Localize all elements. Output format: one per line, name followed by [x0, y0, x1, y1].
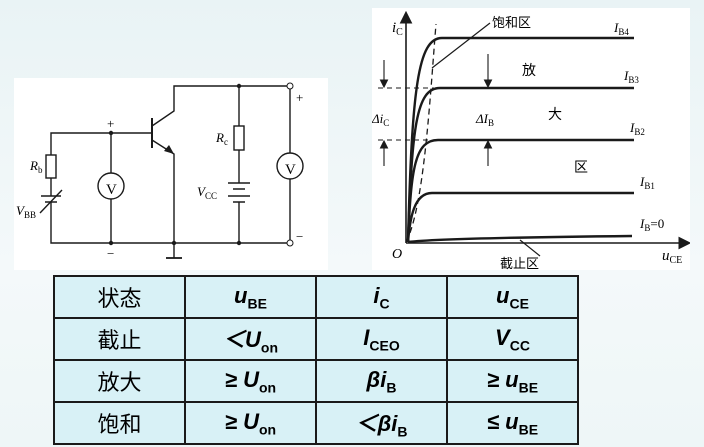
wire-vcc-bottom	[174, 202, 240, 244]
circuit-schematic: V V + − + − Rb VBB Rc VCC	[16, 82, 304, 261]
plus-in-label: +	[107, 116, 114, 131]
header-ube: uBE	[184, 275, 317, 319]
cell-ube: ＜Uon	[184, 317, 317, 361]
curve-label-ib0: IB=0	[639, 216, 664, 233]
header-ic: iC	[315, 275, 448, 319]
junction-dot	[236, 83, 242, 89]
transistor-collector	[151, 85, 239, 127]
cutoff-pointer	[519, 239, 541, 257]
transistor-state-table: 状态 uBE iC uCE 截止 ＜Uon ICEO VCC 放大 ≥ Uon …	[53, 275, 579, 445]
cell-ube: ≥ Uon	[184, 359, 317, 403]
curve-label-ib3: IB3	[623, 68, 639, 85]
junction-dot	[108, 130, 114, 136]
cell-ic: ＜βiB	[315, 401, 448, 445]
meter-left-label: V	[106, 182, 117, 198]
vbb-variable-arrow	[39, 189, 63, 214]
terminal-top	[286, 82, 294, 90]
minus-in-label: −	[107, 246, 114, 261]
cell-ube: ≥ Uon	[184, 401, 317, 445]
cutoff-region-label: 截止区	[500, 257, 539, 270]
table-row-amplification: 放大 ≥ Uon βiB ≥ uBE	[53, 359, 579, 403]
vbb-label: VBB	[16, 203, 36, 220]
minus-out-label: −	[296, 229, 303, 244]
output-characteristics-diagram: iC uCE O 饱和区 截止区 放 大 区 ΔiC ΔIB IB4 IB3 I…	[372, 8, 690, 270]
curve-label-ib1: IB1	[639, 174, 655, 191]
y-axis-label: iC	[392, 20, 403, 38]
emitter-arrow	[164, 145, 174, 154]
cell-ic: βiB	[315, 359, 448, 403]
vcc-label: VCC	[197, 184, 217, 201]
header-state: 状态	[53, 275, 186, 319]
rb-resistor	[45, 154, 57, 179]
cell-ic: ICEO	[315, 317, 448, 361]
characteristics-plot: iC uCE O 饱和区 截止区 放 大 区 ΔiC ΔIB IB4 IB3 I…	[372, 10, 690, 270]
curve-label-ib4: IB4	[613, 20, 629, 37]
rc-resistor	[233, 125, 245, 151]
curve-ib2	[406, 138, 634, 243]
delta-ic-label: ΔiC	[372, 111, 389, 128]
vcc-battery	[228, 182, 250, 203]
transistor-emitter	[151, 139, 175, 258]
voltmeter-right	[276, 152, 304, 180]
x-axis-label: uCE	[662, 248, 682, 266]
row-state-label: 饱和	[53, 401, 186, 445]
curve-ib1	[406, 191, 634, 243]
circuit-diagram: V V + − + − Rb VBB Rc VCC	[14, 78, 328, 270]
junction-dot	[171, 240, 177, 246]
curve-label-ib2: IB2	[629, 120, 645, 137]
table-row-saturation: 饱和 ≥ Uon ＜βiB ≤ uBE	[53, 401, 579, 445]
row-state-label: 放大	[53, 359, 186, 403]
voltmeter-left	[97, 172, 125, 200]
table-row-cutoff: 截止 ＜Uon ICEO VCC	[53, 317, 579, 361]
cell-uce: ≥ uBE	[446, 359, 579, 403]
plus-out-label: +	[296, 90, 303, 105]
rc-label: Rc	[215, 130, 228, 147]
wire-base-top	[50, 132, 152, 155]
rb-label: Rb	[29, 158, 43, 175]
amp-region-char-1: 放	[522, 63, 536, 79]
row-state-label: 截止	[53, 317, 186, 361]
cell-uce: ≤ uBE	[446, 401, 579, 445]
amp-region-char-3: 区	[574, 160, 588, 176]
wire-vbb-bottom	[50, 202, 174, 244]
table-header-row: 状态 uBE iC uCE	[53, 275, 579, 319]
junction-dot	[236, 240, 242, 246]
origin-label: O	[392, 247, 402, 262]
curve-ib3	[406, 86, 634, 243]
delta-ib-label: ΔIB	[475, 111, 494, 128]
amp-region-char-2: 大	[548, 107, 562, 123]
saturation-pointer	[431, 22, 491, 69]
saturation-boundary	[405, 23, 437, 243]
meter-right-label: V	[285, 162, 296, 178]
saturation-region-label: 饱和区	[492, 16, 531, 31]
cell-uce: VCC	[446, 317, 579, 361]
junction-dot	[108, 240, 114, 246]
curve-ib0	[407, 234, 633, 244]
terminal-bottom	[286, 239, 294, 247]
header-uce: uCE	[446, 275, 579, 319]
